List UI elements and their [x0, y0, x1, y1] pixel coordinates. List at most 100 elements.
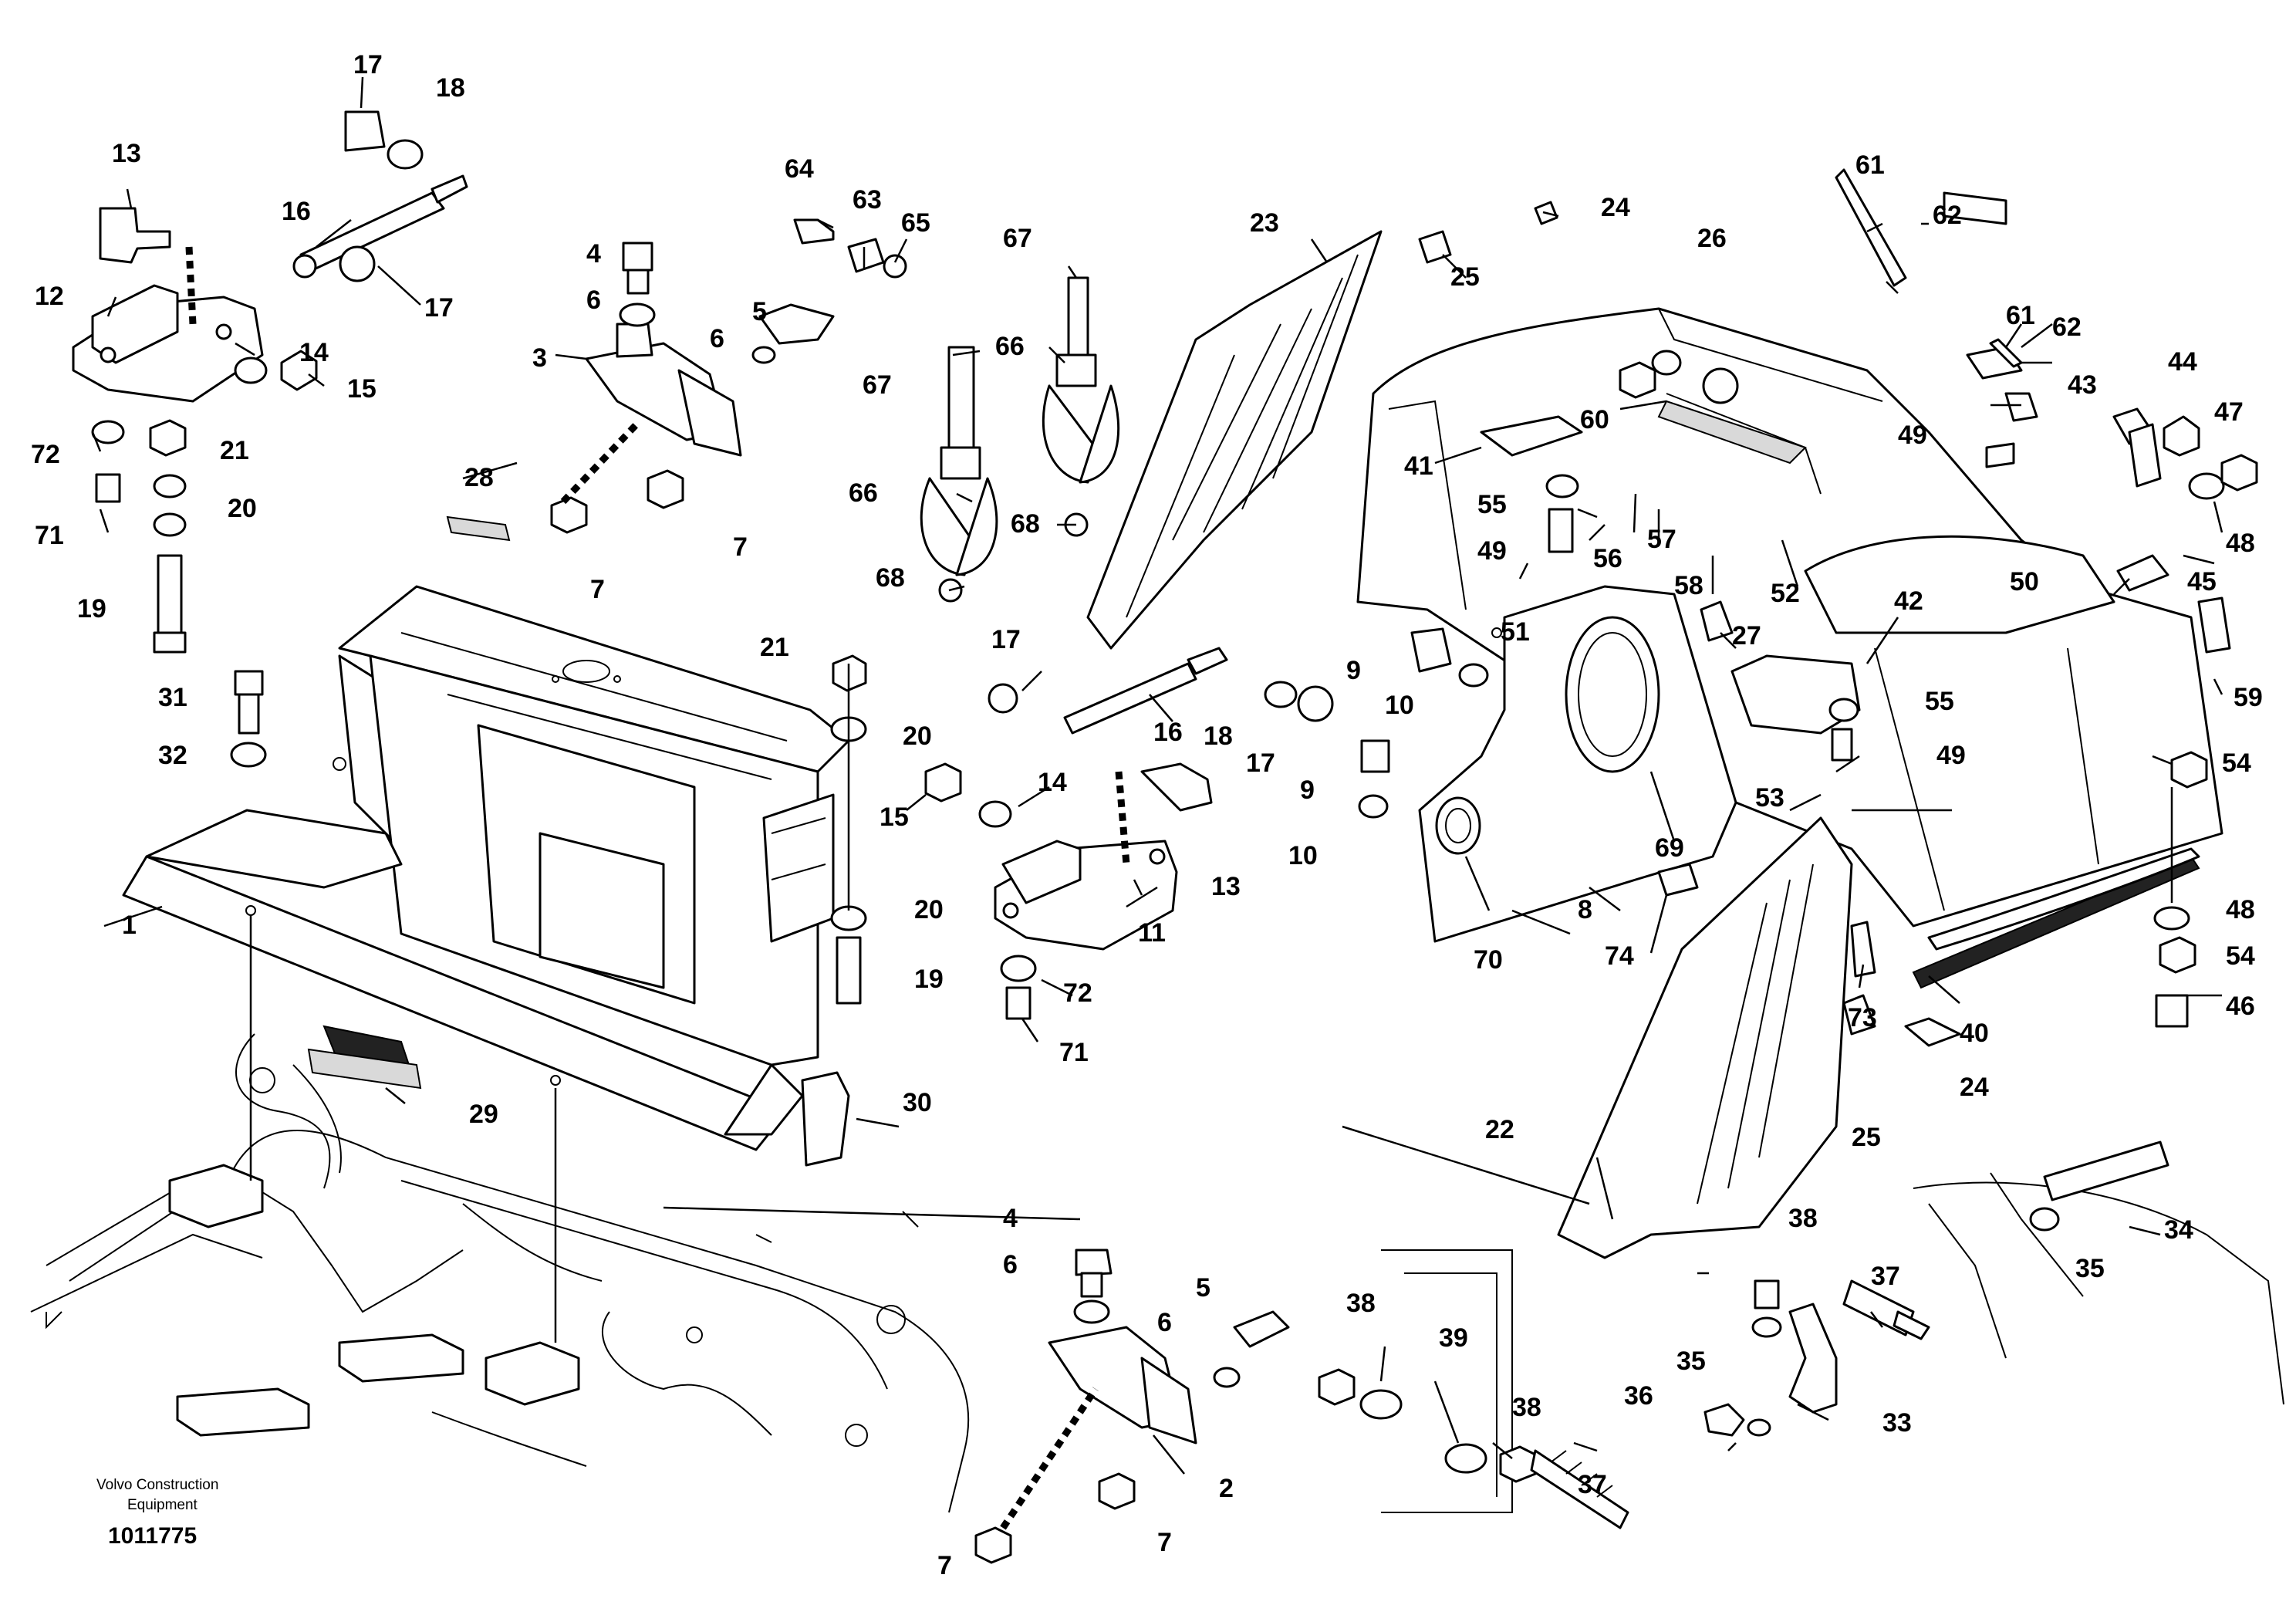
callout-66: 66	[849, 478, 878, 508]
callout-71: 71	[35, 521, 64, 550]
callout-19: 19	[914, 965, 944, 994]
callout-70: 70	[1474, 945, 1503, 975]
callout-labels: 1 2 3 4 4 5 5 6 6 6 6 7 7 7 7 8 9 9 10 1…	[31, 50, 2263, 1580]
hinge-bracket-12	[72, 246, 264, 403]
callout-39: 39	[1439, 1323, 1468, 1353]
callout-5: 5	[752, 297, 767, 326]
callout-15: 15	[347, 374, 376, 404]
frame-mount-blocks	[168, 1164, 580, 1437]
callout-11: 11	[1138, 918, 1166, 948]
callout-24: 24	[1601, 193, 1630, 222]
callout-71: 71	[1059, 1038, 1089, 1067]
callout-49: 49	[1936, 741, 1966, 770]
callout-9: 9	[1346, 656, 1361, 685]
callout-53: 53	[1755, 783, 1784, 813]
callout-31: 31	[158, 683, 187, 712]
callout-20: 20	[228, 494, 257, 523]
callout-61: 61	[1855, 150, 1885, 180]
callout-18: 18	[436, 73, 465, 103]
callout-50: 50	[2010, 567, 2039, 596]
callout-25: 25	[1450, 262, 1480, 292]
callout-37: 37	[1578, 1470, 1607, 1499]
callout-10: 10	[1288, 841, 1318, 870]
callout-74: 74	[1605, 941, 1634, 971]
callout-69: 69	[1655, 833, 1684, 863]
callout-17: 17	[353, 50, 383, 79]
callout-67: 67	[1003, 224, 1032, 253]
callout-22: 22	[1485, 1115, 1514, 1144]
callout-57: 57	[1647, 525, 1676, 554]
leader-lines	[91, 76, 2223, 1475]
callout-37: 37	[1871, 1262, 1900, 1291]
callout-41: 41	[1404, 451, 1433, 481]
callout-49: 49	[1477, 536, 1507, 566]
callout-20: 20	[914, 895, 944, 924]
callout-48: 48	[2226, 895, 2255, 924]
callout-6: 6	[1003, 1250, 1018, 1279]
callout-51: 51	[1501, 617, 1530, 647]
callout-25: 25	[1852, 1123, 1881, 1152]
callout-68: 68	[876, 563, 905, 593]
callout-46: 46	[2226, 992, 2255, 1021]
callout-15: 15	[880, 803, 909, 832]
callout-49: 49	[1898, 421, 1927, 450]
callout-35: 35	[2075, 1254, 2105, 1283]
callout-27: 27	[1732, 621, 1761, 650]
callout-33: 33	[1882, 1408, 1912, 1438]
callout-29: 29	[469, 1100, 498, 1129]
callout-72: 72	[31, 440, 60, 469]
callout-62: 62	[1933, 201, 1962, 230]
callout-55: 55	[1477, 490, 1507, 519]
callout-14: 14	[1038, 768, 1067, 797]
bracket-3	[550, 242, 835, 534]
callout-43: 43	[2068, 370, 2097, 400]
bottom-right-fasteners	[1318, 1279, 1930, 1529]
callout-13: 13	[1211, 872, 1241, 901]
callout-6: 6	[1157, 1308, 1172, 1337]
callout-47: 47	[2214, 397, 2244, 427]
callout-6: 6	[710, 324, 724, 353]
seal-parts	[307, 515, 850, 1167]
plate-41	[1480, 415, 1583, 457]
rubber-strip-60	[1657, 400, 1807, 465]
callout-26: 26	[1697, 224, 1727, 253]
callout-44: 44	[2168, 347, 2197, 377]
callout-14: 14	[299, 338, 329, 367]
callout-32: 32	[158, 741, 187, 770]
callout-13: 13	[112, 139, 141, 168]
callout-7: 7	[733, 532, 748, 562]
figure-number: 1011775	[108, 1523, 197, 1549]
callout-40: 40	[1960, 1019, 1989, 1048]
callout-24: 24	[1960, 1073, 1989, 1102]
callout-3: 3	[532, 343, 547, 373]
gas-strut-16-mid	[988, 647, 1334, 735]
callout-16: 16	[282, 197, 311, 226]
hinge-11	[924, 762, 1213, 1020]
callout-10: 10	[1385, 691, 1414, 720]
callout-23: 23	[1250, 208, 1279, 238]
callout-8: 8	[1578, 895, 1592, 924]
callout-65: 65	[901, 208, 930, 238]
callout-20: 20	[903, 721, 932, 751]
callout-36: 36	[1624, 1381, 1653, 1411]
side-panel-23	[1086, 230, 1383, 650]
callout-17: 17	[1246, 748, 1275, 778]
box-fasteners	[230, 654, 867, 1005]
callout-63: 63	[853, 185, 882, 215]
callout-60: 60	[1580, 405, 1609, 434]
callout-4: 4	[586, 239, 601, 269]
callout-34: 34	[2164, 1215, 2193, 1245]
seal-strip-40	[1912, 847, 2200, 989]
callout-61: 61	[2006, 301, 2035, 330]
callout-55: 55	[1925, 687, 1954, 716]
callout-2: 2	[1219, 1474, 1234, 1503]
callout-30: 30	[903, 1088, 932, 1117]
callout-54: 54	[2226, 941, 2255, 971]
side-panel-22	[1557, 816, 1853, 1259]
plate-8	[1418, 585, 1737, 943]
callout-72: 72	[1063, 978, 1092, 1008]
callout-62: 62	[2052, 313, 2082, 342]
callout-17: 17	[991, 625, 1021, 654]
callout-21: 21	[760, 633, 789, 662]
